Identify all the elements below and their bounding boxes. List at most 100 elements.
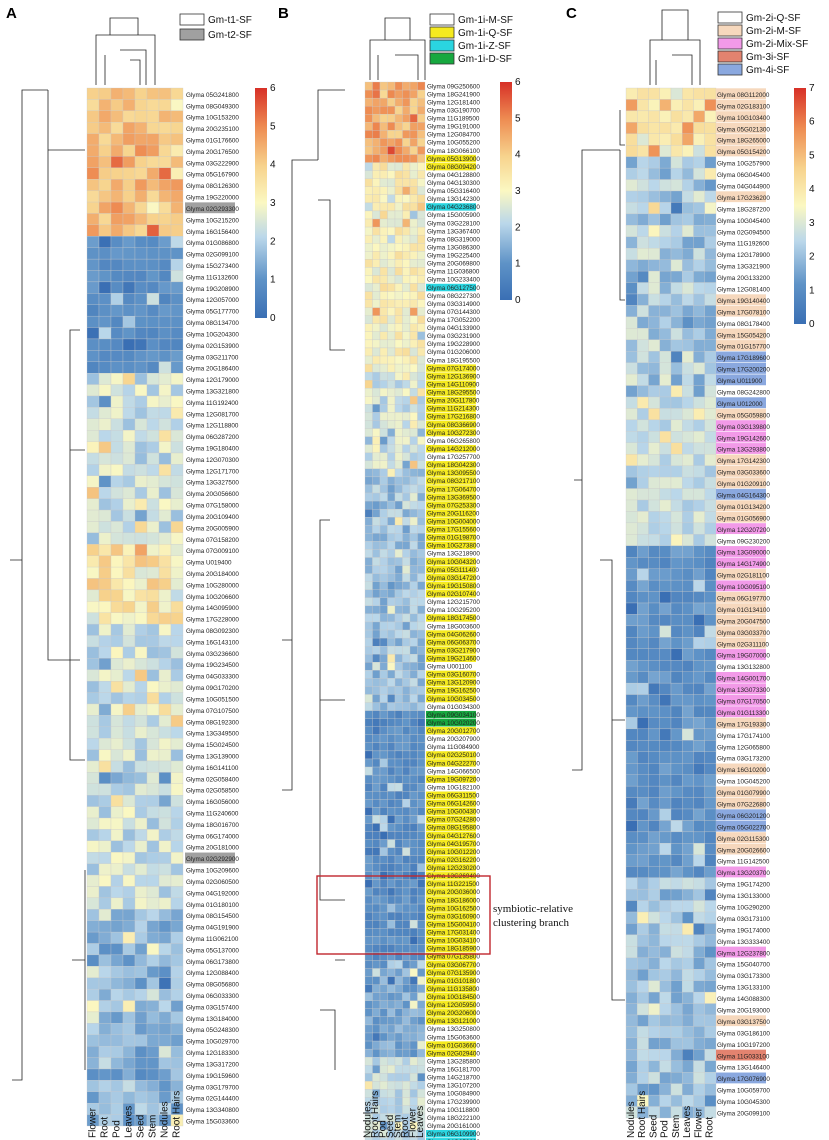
heatmap-cell: [146, 897, 160, 910]
heatmap-cell: [158, 772, 172, 784]
gene-label: Glyma 07G253300: [427, 502, 480, 509]
heatmap-cell: [625, 442, 638, 455]
heatmap-cell: [158, 635, 172, 648]
heatmap-cell: [637, 442, 649, 455]
heatmap-cell: [122, 566, 136, 579]
heatmap-cell: [417, 1065, 426, 1074]
gene-label: Glyma 10G059700: [717, 1088, 770, 1095]
heatmap-cell: [704, 774, 717, 787]
heatmap-cell: [409, 855, 418, 864]
gene-label: Glyma 02G292900: [186, 856, 239, 863]
heatmap-cell: [110, 863, 124, 876]
heatmap-cell: [372, 565, 381, 574]
gene-highlight: [426, 976, 476, 985]
heatmap-cell: [387, 726, 396, 735]
heatmap-cell: [122, 715, 136, 727]
heatmap-cell: [110, 315, 124, 328]
heatmap-cell: [364, 492, 373, 502]
heatmap-cell: [417, 476, 426, 486]
heatmap-cell: [394, 307, 403, 316]
legend-label: Gm-1i-M-SF: [458, 15, 513, 26]
heatmap-cell: [670, 305, 683, 318]
heatmap-cell: [637, 1037, 649, 1050]
heatmap-cell: [110, 612, 124, 625]
gene-highlight: [185, 202, 235, 214]
gene-label: Glyma 18G265000: [717, 138, 770, 145]
heatmap-cell: [625, 1014, 638, 1027]
heatmap-cell: [417, 452, 426, 461]
heatmap-cell: [364, 783, 373, 792]
gene-label: Glyma 16G102000: [717, 767, 770, 774]
heatmap-cell: [158, 623, 172, 636]
heatmap-cell: [134, 281, 148, 294]
heatmap-cell: [682, 167, 694, 180]
heatmap-cell: [372, 97, 381, 107]
heatmap-cell: [409, 839, 418, 848]
gene-label: Glyma 18G195500: [427, 357, 480, 364]
heatmap-cell: [122, 852, 136, 864]
heatmap-cell: [394, 928, 403, 937]
heatmap-cell: [670, 499, 683, 512]
gene-label: Glyma 20G012700: [427, 728, 480, 735]
heatmap-cell: [387, 911, 396, 921]
heatmap-cell: [409, 581, 418, 590]
heatmap-cell: [170, 1034, 184, 1047]
gene-highlight: [426, 936, 476, 945]
heatmap-cell: [682, 625, 694, 638]
heatmap-cell: [670, 717, 683, 730]
heatmap-cell: [110, 1103, 124, 1115]
gene-label: Glyma 18G042300: [427, 462, 480, 469]
heatmap-cell: [146, 452, 160, 465]
heatmap-cell: [170, 521, 184, 534]
gene-highlight: [426, 984, 476, 993]
annotation-line-2: clustering branch: [493, 917, 570, 929]
heatmap-cell: [409, 960, 418, 969]
heatmap-cell: [409, 533, 418, 542]
heatmap-cell: [372, 944, 381, 953]
gene-highlight: [426, 968, 476, 977]
heatmap-cell: [379, 879, 388, 889]
heatmap-cell: [364, 637, 373, 647]
gene-label: Glyma 10G257900: [717, 161, 770, 168]
colorbar-tick: 0: [515, 295, 521, 306]
heatmap-cell: [648, 179, 660, 192]
heatmap-cell: [637, 465, 649, 478]
gene-label: Glyma 12G237800: [717, 950, 770, 957]
heatmap-cell: [134, 430, 148, 442]
heatmap-cell: [379, 855, 388, 864]
gene-label: Glyma 02G250100: [427, 752, 480, 759]
heatmap-cell: [682, 991, 694, 1004]
heatmap-cell: [170, 110, 184, 123]
heatmap-cell: [170, 270, 184, 283]
heatmap-cell: [98, 475, 112, 488]
heatmap-cell: [402, 581, 411, 590]
heatmap-cell: [670, 728, 683, 741]
heatmap-cell: [648, 202, 660, 215]
heatmap-cell: [670, 1072, 683, 1084]
gene-highlight: [185, 852, 235, 864]
heatmap-cell: [409, 347, 418, 357]
heatmap-cell: [682, 637, 694, 649]
heatmap-cell: [637, 87, 649, 100]
heatmap-cell: [122, 669, 136, 682]
heatmap-cell: [637, 248, 649, 260]
heatmap-cell: [146, 977, 160, 990]
heatmap-cell: [402, 243, 411, 252]
heatmap-cell: [417, 444, 426, 453]
heatmap-cell: [146, 703, 160, 716]
heatmap-cell: [625, 190, 638, 203]
heatmap-cell: [682, 1026, 694, 1039]
heatmap-cell: [402, 307, 411, 316]
heatmap-cell: [693, 568, 705, 581]
heatmap-cell: [670, 293, 683, 306]
gene-highlight: [716, 328, 766, 340]
gene-highlight: [716, 397, 766, 409]
heatmap-cell: [146, 498, 160, 511]
heatmap-cell: [670, 408, 683, 421]
heatmap-cell: [170, 749, 184, 762]
gene-highlight: [426, 162, 476, 171]
heatmap-cell: [387, 936, 396, 945]
heatmap-cell: [379, 122, 388, 131]
heatmap-cell: [372, 299, 381, 308]
